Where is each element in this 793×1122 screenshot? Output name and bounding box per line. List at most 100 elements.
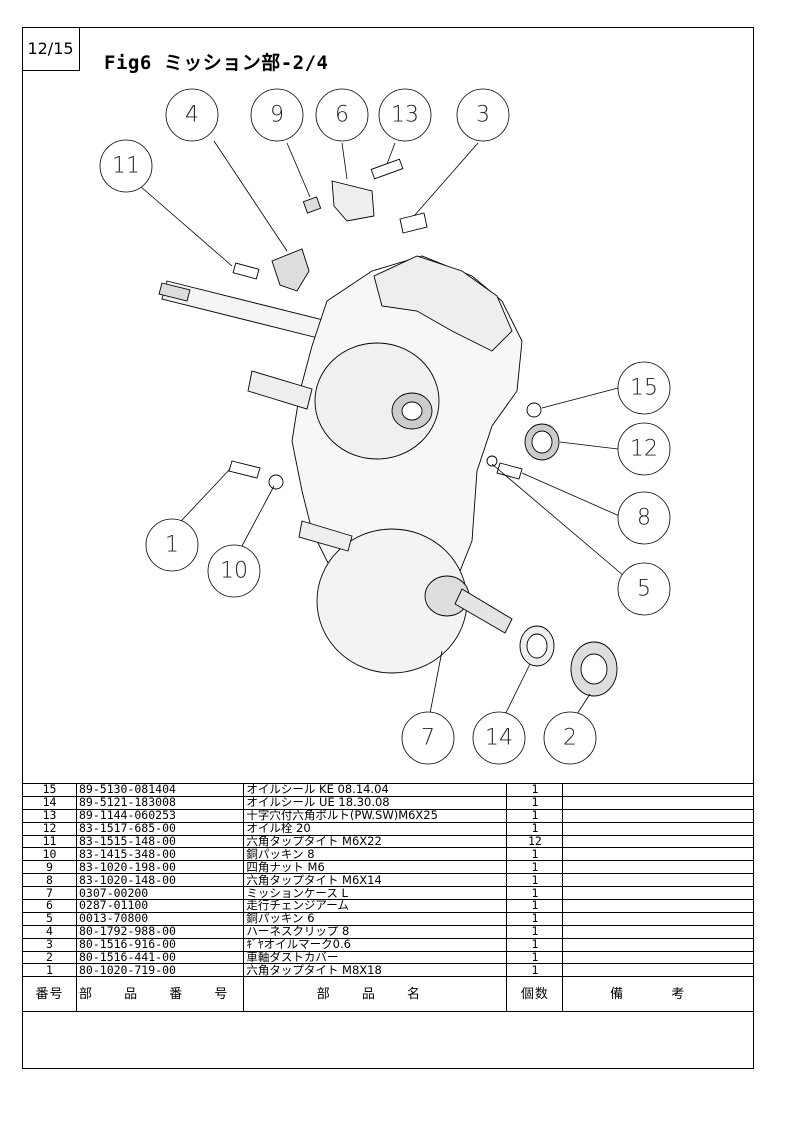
row-part-name: オイルシール UE 18.30.08 [243,795,508,810]
callout-4: 4 [165,88,219,142]
row-part-name: 走行チェンジアーム [243,899,508,913]
leader-lines [139,140,625,732]
callout-13: 13 [378,88,432,142]
row-number: 15 [22,783,77,797]
row-remarks [562,937,754,952]
row-quantity: 1 [506,821,564,836]
row-remarks [562,860,754,875]
callout-3: 3 [456,88,510,142]
row-part-number: 89-1144-060253 [75,808,245,823]
row-number: 2 [22,950,77,965]
header-part-name: 部 品 名 [243,976,508,1013]
callout-9: 9 [250,88,304,142]
page-frame [22,27,754,1069]
row-quantity: 1 [506,847,564,862]
svg-text:11: 11 [112,154,140,179]
row-remarks [562,808,754,823]
row-number: 6 [22,899,77,913]
row-part-number: 83-1020-148-00 [75,873,245,888]
svg-text:3: 3 [476,103,490,128]
row-remarks [562,963,754,978]
row-quantity: 1 [506,873,564,888]
callout-6: 6 [315,88,369,142]
row-part-name: 六角タップタイト M6X14 [243,873,508,888]
row-part-name: 十字穴付六角ボルト(PW.SW)M6X25 [243,808,508,823]
row-part-number: 83-1515-148-00 [75,834,245,849]
row-remarks [562,795,754,810]
row-quantity: 1 [506,783,564,797]
callout-15: 15 [617,361,671,415]
row-quantity: 1 [506,911,564,926]
row-quantity: 1 [506,963,564,978]
row-part-number: 83-1517-685-00 [75,821,245,836]
row-part-number: 83-1020-198-00 [75,860,245,875]
svg-text:15: 15 [630,376,658,401]
svg-text:9: 9 [270,103,284,128]
row-remarks [562,821,754,836]
row-part-name: ミッションケース L [243,886,508,901]
svg-text:12: 12 [630,437,658,462]
row-remarks [562,873,754,888]
row-number: 1 [22,963,77,978]
callout-10: 10 [207,544,261,598]
row-part-number: 83-1415-348-00 [75,847,245,862]
row-number: 14 [22,795,77,810]
row-remarks [562,783,754,797]
row-number: 4 [22,924,77,939]
row-quantity: 1 [506,808,564,823]
row-remarks [562,950,754,965]
callout-2: 2 [543,711,597,765]
row-part-number: 89-5130-081404 [75,783,245,797]
row-quantity: 1 [506,950,564,965]
header-quantity: 個数 [506,976,564,1013]
row-quantity: 1 [506,860,564,875]
callout-11: 11 [99,139,153,193]
page-number: 12/15 [22,27,80,71]
svg-text:13: 13 [391,103,419,128]
svg-text:2: 2 [563,726,577,751]
callout-12: 12 [617,422,671,476]
row-part-number: 0013-70800 [75,911,245,926]
row-number: 5 [22,911,77,926]
row-part-name: 銅パッキン 8 [243,847,508,862]
header-number: 番号 [22,976,77,1013]
row-part-number: 89-5121-183008 [75,795,245,810]
callout-8: 8 [617,491,671,545]
svg-text:8: 8 [637,506,651,531]
svg-text:10: 10 [220,559,248,584]
callout-bubbles: 4 9 6 13 3 11 15 12 8 5 1 10 7 14 2 [99,88,671,765]
row-remarks [562,886,754,901]
svg-text:6: 6 [335,103,349,128]
svg-text:5: 5 [637,577,651,602]
header-remarks: 備 考 [562,976,754,1013]
callout-1: 1 [145,518,199,572]
callout-7: 7 [401,711,455,765]
row-quantity: 1 [506,924,564,939]
row-part-name: 四角ナット M6 [243,860,508,875]
row-part-number: 0287-01100 [75,899,245,913]
callout-5: 5 [617,562,671,616]
row-number: 9 [22,860,77,875]
row-remarks [562,911,754,926]
row-remarks [562,847,754,862]
row-remarks [562,899,754,913]
row-part-name: オイルシール KE 08.14.04 [243,783,508,797]
table-header-row: 番号 部 品 番 号 部 品 名 個数 備 考 [22,976,754,1013]
row-number: 12 [22,821,77,836]
transmission-case-illustration [158,158,618,697]
row-part-name: ｷﾞﾔオイルマーク0.6 [243,937,508,952]
row-part-number: 0307-00200 [75,886,245,901]
header-part-number: 部 品 番 号 [75,976,245,1013]
row-part-number: 80-1020-719-00 [75,963,245,978]
svg-text:7: 7 [421,726,435,751]
